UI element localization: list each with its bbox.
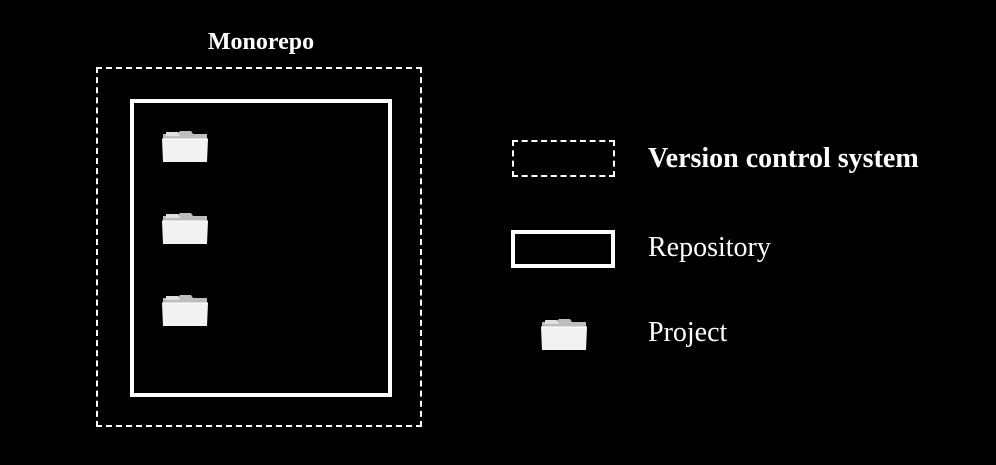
diagram-title: Monorepo	[207, 29, 315, 55]
legend-label-repository: Repository	[648, 232, 771, 263]
repository-box	[130, 99, 392, 397]
folder-icon	[540, 318, 588, 352]
legend-solid-swatch	[511, 230, 615, 268]
folder-icon	[161, 130, 209, 164]
version-control-system-box	[96, 67, 422, 427]
folder-icon	[161, 294, 209, 328]
folder-icon	[161, 212, 209, 246]
legend-dashed-swatch	[512, 140, 615, 177]
legend-label-version-control-system: Version control system	[648, 143, 919, 174]
legend-label-project: Project	[648, 317, 728, 348]
